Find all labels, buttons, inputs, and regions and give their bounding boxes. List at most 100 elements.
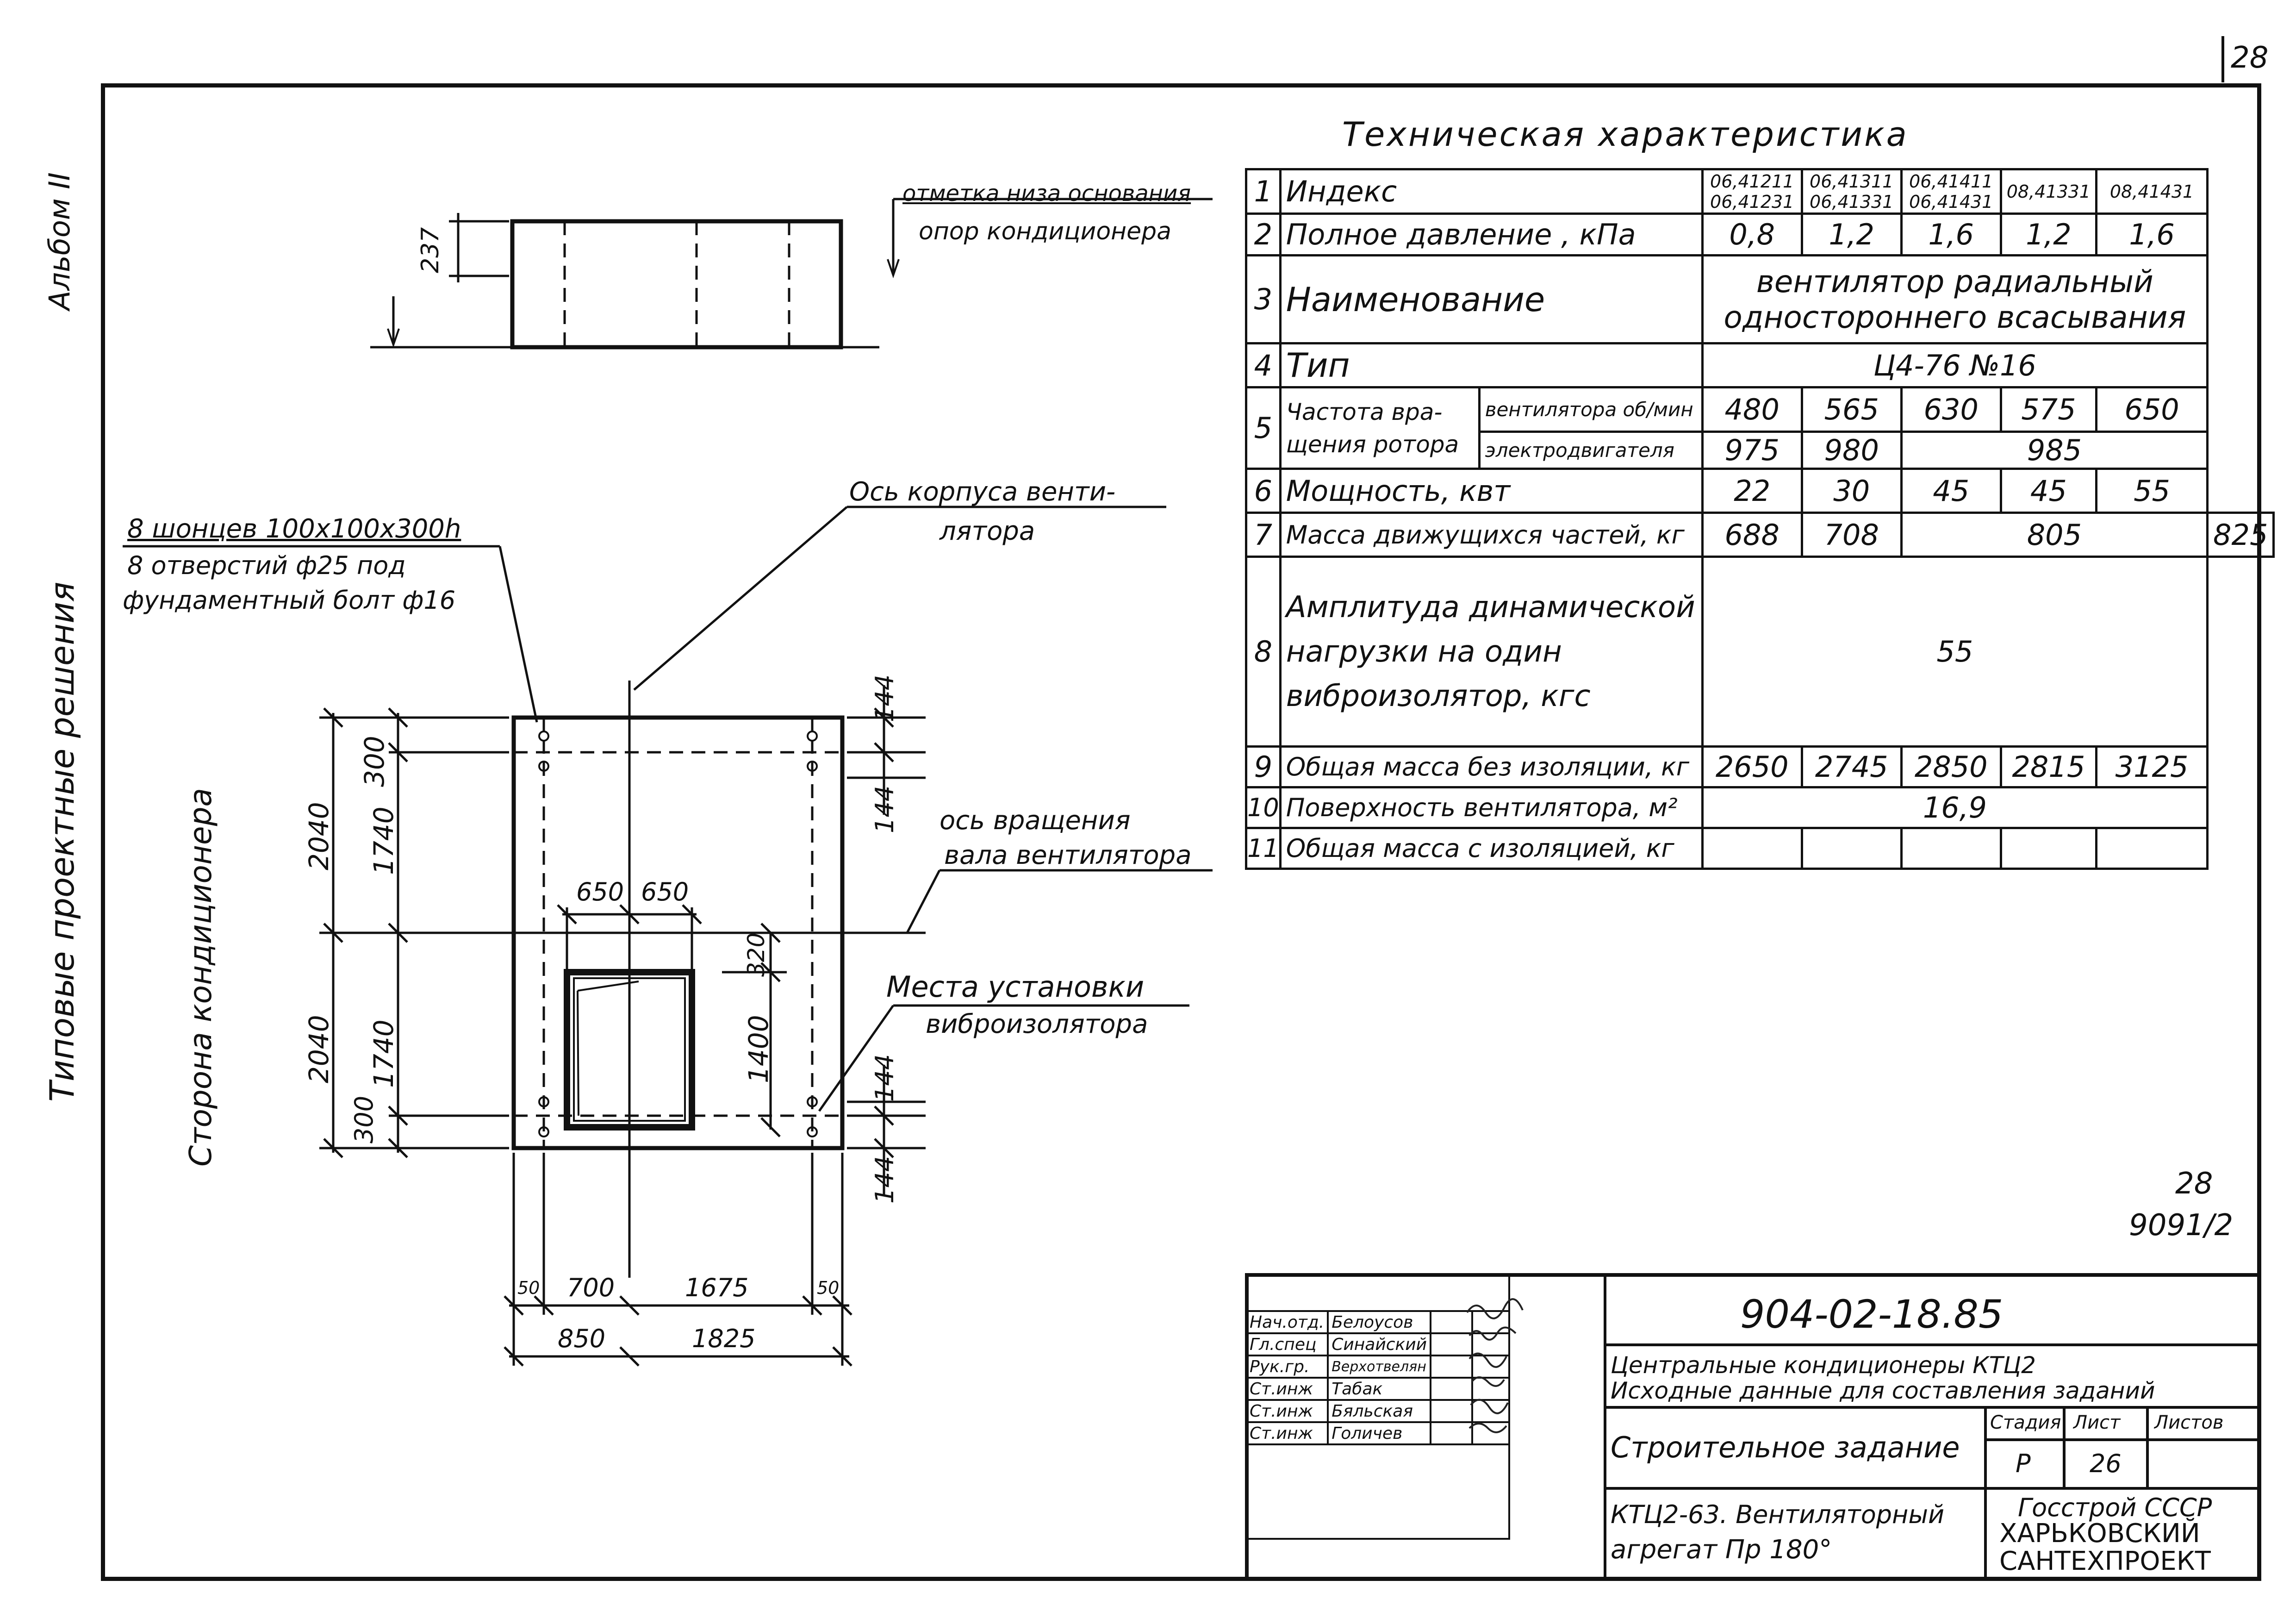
signature — [1430, 1399, 1474, 1423]
side-label: Сторона кондиционера — [183, 788, 218, 1167]
label-line2: нагрузки на один — [1286, 634, 1562, 669]
sub-label-fan: вентилятора об/мин — [1478, 386, 1704, 433]
value-cell: 688 — [1701, 512, 1803, 558]
row-num: 1 — [1245, 168, 1282, 215]
callout-axis-line1: Ось корпуса венти- — [849, 477, 1116, 507]
row-label: Тип — [1279, 342, 1704, 388]
drawing-name-line2: агрегат Пр 180° — [1611, 1535, 1832, 1565]
value-cell: 980 — [1800, 431, 1903, 470]
index-3a: 06,41411 — [1909, 171, 1993, 192]
callout-isolators-line1: Места установки — [886, 970, 1145, 1004]
value-cell: 708 — [1800, 512, 1903, 558]
spec-row-5a: 5 Частота вра-щения ротора вентилятора о… — [1245, 386, 2274, 470]
value-cell: 1,2 — [1800, 212, 1903, 256]
spec-row-2: 2 Полное давление , кПа 0,8 1,2 1,6 1,2 … — [1245, 212, 2274, 256]
dim-2040-bot: 2040 — [303, 1015, 335, 1083]
signature — [1430, 1332, 1474, 1356]
value-cell: 1,6 — [2095, 212, 2209, 256]
dim-300-top: 300 — [359, 736, 390, 787]
value-cell: 575 — [1999, 386, 2098, 433]
value-cell — [2095, 827, 2209, 870]
surface-value: 16,9 — [1701, 786, 2209, 829]
dim-1675: 1675 — [685, 1273, 749, 1302]
name: Синайский — [1327, 1332, 1432, 1356]
dim-1740-bot: 1740 — [368, 1019, 399, 1088]
stage-header: Стадия — [1990, 1412, 2061, 1433]
sheet-header: Лист — [2073, 1412, 2121, 1433]
row-label: Индекс — [1279, 168, 1704, 215]
role: Рук.гр. — [1244, 1355, 1329, 1379]
amplitude-value: 55 — [1701, 556, 2209, 748]
doc-desc-line1: Центральные кондиционеры КТЦ2 — [1611, 1352, 2036, 1379]
index-2b: 06,41331 — [1810, 191, 1894, 212]
row-label: Частота вра-щения ротора — [1279, 386, 1481, 470]
spec-row-9: 9 Общая масса без изоляции, кг 2650 2745… — [1245, 745, 2274, 788]
name: Табак — [1327, 1377, 1432, 1401]
dim-237: 237 — [417, 227, 444, 273]
callout-bolts-line3: фундаментный болт ф16 — [123, 586, 456, 615]
doc-desc-line2: Исходные данные для составления заданий — [1611, 1377, 2155, 1404]
elevation-note-line1: отметка низа основания — [902, 181, 1191, 206]
date — [1471, 1421, 1511, 1445]
dim-320: 320 — [743, 932, 770, 977]
callout-rotation-line2: вала вентилятора — [944, 840, 1192, 870]
dim-144-b: 144 — [870, 785, 899, 833]
spec-row-5b: электродвигателя 975 980 985 — [1246, 431, 2274, 470]
label-line1: Частота вра- — [1286, 398, 1443, 425]
row-num: 10 — [1245, 786, 1282, 829]
callout-bolts-line1: 8 шонцев 100х100х300h — [127, 514, 461, 544]
value-cell: 565 — [1800, 386, 1903, 433]
date — [1471, 1332, 1511, 1356]
value-cell — [1701, 827, 1803, 870]
spec-row-4: 4 Тип Ц4-76 №16 — [1245, 342, 2274, 388]
org-line3: САНТЕХПРОЕКТ — [1999, 1546, 2211, 1576]
value-cell: 650 — [2095, 386, 2209, 433]
value-cell: 3125 — [2095, 745, 2209, 788]
signature — [1430, 1355, 1474, 1379]
value-cell: 55 — [2095, 468, 2209, 514]
date — [1471, 1355, 1511, 1379]
callout-rotation-line1: ось вращения — [940, 806, 1131, 836]
value-cell: 805 — [1900, 512, 2209, 558]
row-num: 8 — [1245, 556, 1282, 748]
name: Верхотвелян — [1327, 1355, 1432, 1379]
sheet-title: Строительное задание — [1611, 1430, 1960, 1464]
dim-50-left: 50 — [517, 1278, 540, 1298]
dim-2040-top: 2040 — [303, 802, 335, 870]
sheets-header: Листов — [2154, 1412, 2224, 1433]
value-cell: 2850 — [1900, 745, 2002, 788]
index-1a: 06,41211 — [1710, 171, 1794, 192]
row-label: Масса движущихся частей, кг — [1279, 512, 1704, 558]
value-cell: 30 — [1800, 468, 1903, 514]
value-cell: 630 — [1900, 386, 2002, 433]
spec-row-11: 11 Общая масса с изоляцией, кг — [1245, 827, 2274, 870]
drawing-frame — [101, 83, 2261, 1581]
row-label: Наименование — [1279, 254, 1704, 344]
callout-axis-line2: лятора — [940, 516, 1035, 546]
callout-isolators-line2: виброизолятора — [926, 1009, 1148, 1039]
row-num: 9 — [1245, 745, 1282, 788]
date — [1471, 1310, 1511, 1334]
index-cell-4: 08,41331 — [1999, 168, 2098, 215]
value-cell — [1900, 827, 2002, 870]
role: Ст.инж — [1244, 1377, 1329, 1401]
elevation-note-line2: опор кондиционера — [919, 218, 1171, 245]
value-cell — [1999, 827, 2098, 870]
sheet-number-mark — [2221, 36, 2224, 82]
role: Ст.инж — [1244, 1399, 1329, 1423]
dim-1740-top: 1740 — [368, 806, 399, 875]
dim-144-d: 144 — [870, 1156, 899, 1204]
label-line2: щения ротора — [1286, 431, 1459, 458]
inventory-number: 9091/2 — [2129, 1208, 2234, 1243]
name: Бяльская — [1327, 1399, 1432, 1423]
sheet-mark: 28 — [2175, 1167, 2213, 1201]
row-num: 3 — [1245, 254, 1282, 344]
